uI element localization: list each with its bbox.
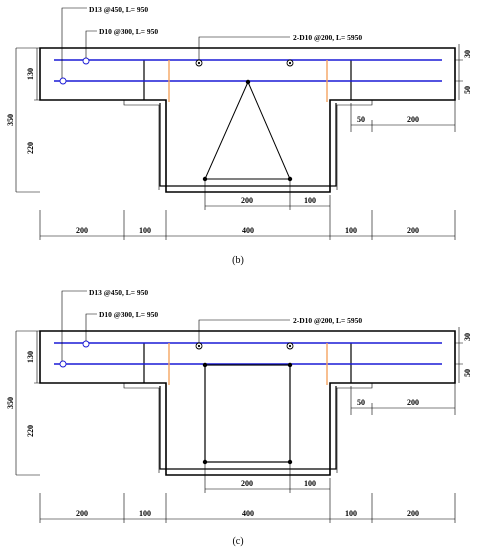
dim-inner-a: 200 [241, 196, 253, 205]
web-bar-br [287, 459, 293, 465]
two-d10-marker-1-dot [197, 61, 201, 65]
d10-label: D10 @300, L= 950 [99, 310, 158, 319]
right-dimension-lines [455, 44, 463, 100]
bottom-dimension-line [39, 493, 456, 523]
dim-bottom-2: 100 [139, 509, 151, 518]
flange-dimension-line [350, 100, 456, 132]
two-d10-label: 2-D10 @200, L= 5950 [293, 33, 362, 42]
two-d10-marker-2-dot [288, 344, 292, 348]
web-triangle [204, 80, 291, 180]
left-haunch [123, 383, 160, 473]
dim-total-height: 350 [6, 397, 15, 409]
d10-leader [85, 30, 97, 58]
d13-marker [59, 360, 67, 368]
u-bar [159, 386, 337, 470]
two-d10-label: 2-D10 @200, L= 5950 [293, 316, 362, 325]
two-d10-marker-2-dot [288, 61, 292, 65]
right-haunch [336, 100, 373, 190]
dim-lower-height: 220 [26, 425, 35, 437]
caption-c: (c) [232, 536, 243, 547]
dim-lower-height: 220 [26, 142, 35, 154]
two-d10-marker-1-dot [197, 344, 201, 348]
d10-leader [85, 313, 97, 341]
section-outline [39, 330, 456, 476]
two-d10-leader [198, 36, 290, 60]
dim-bottom-3: 400 [242, 509, 254, 518]
dim-bottom-1: 200 [76, 509, 88, 518]
dim-right-top: 30 [463, 50, 472, 58]
d13-leader [61, 7, 87, 78]
dim-flange-b: 200 [407, 115, 419, 124]
dim-upper-height: 130 [26, 351, 35, 363]
d13-marker [59, 77, 67, 85]
d13-label: D13 @450, L= 950 [89, 288, 148, 297]
dim-bottom-4: 100 [345, 509, 357, 518]
right-haunch [336, 383, 373, 473]
d10-marker [82, 340, 90, 348]
dim-bottom-4: 100 [345, 226, 357, 235]
dim-flange-a: 50 [357, 115, 365, 124]
flange-dimension-line [350, 383, 456, 415]
dim-bottom-2: 100 [139, 226, 151, 235]
dim-right-top: 30 [463, 333, 472, 341]
dim-inner-b: 100 [304, 196, 316, 205]
left-dimension-lines [15, 47, 40, 193]
figure-c: D13 @450, L= 950 D10 @300, L= 950 2-D10 … [6, 288, 472, 547]
left-dimension-lines [15, 330, 40, 476]
stirrup [143, 60, 352, 100]
dim-upper-height: 130 [26, 68, 35, 80]
web-bar-tl [202, 362, 208, 368]
dim-bottom-3: 400 [242, 226, 254, 235]
dim-right-mid: 50 [463, 369, 472, 377]
dim-right-mid: 50 [463, 86, 472, 94]
web-bar-right [287, 176, 293, 182]
d13-label: D13 @450, L= 950 [89, 5, 148, 14]
dim-bottom-1: 200 [76, 226, 88, 235]
two-d10-leader [198, 319, 290, 343]
dim-inner-b: 100 [304, 479, 316, 488]
section-outline [39, 47, 456, 193]
inner-dimension-line [204, 181, 331, 210]
inner-dimension-line [204, 464, 331, 493]
web-rectangle [204, 364, 291, 463]
web-bar-tr [287, 362, 293, 368]
web-bar-top [245, 79, 251, 85]
d10-label: D10 @300, L= 950 [99, 27, 158, 36]
dim-flange-a: 50 [357, 398, 365, 407]
web-bar-left [202, 176, 208, 182]
u-bar [159, 103, 337, 187]
stirrup [143, 343, 352, 383]
dim-bottom-5: 200 [407, 226, 419, 235]
dim-flange-b: 200 [407, 398, 419, 407]
caption-b: (b) [232, 255, 244, 266]
dim-inner-a: 200 [241, 479, 253, 488]
figure-b: D13 @450, L= 950 D10 @300, L= 950 2-D10 … [6, 5, 472, 266]
d13-leader [61, 290, 87, 361]
web-bar-bl [202, 459, 208, 465]
left-haunch [123, 100, 160, 190]
right-dimension-lines [455, 327, 463, 383]
dim-total-height: 350 [6, 114, 15, 126]
bottom-dimension-line [39, 210, 456, 240]
dim-bottom-5: 200 [407, 509, 419, 518]
d10-marker [82, 57, 90, 65]
